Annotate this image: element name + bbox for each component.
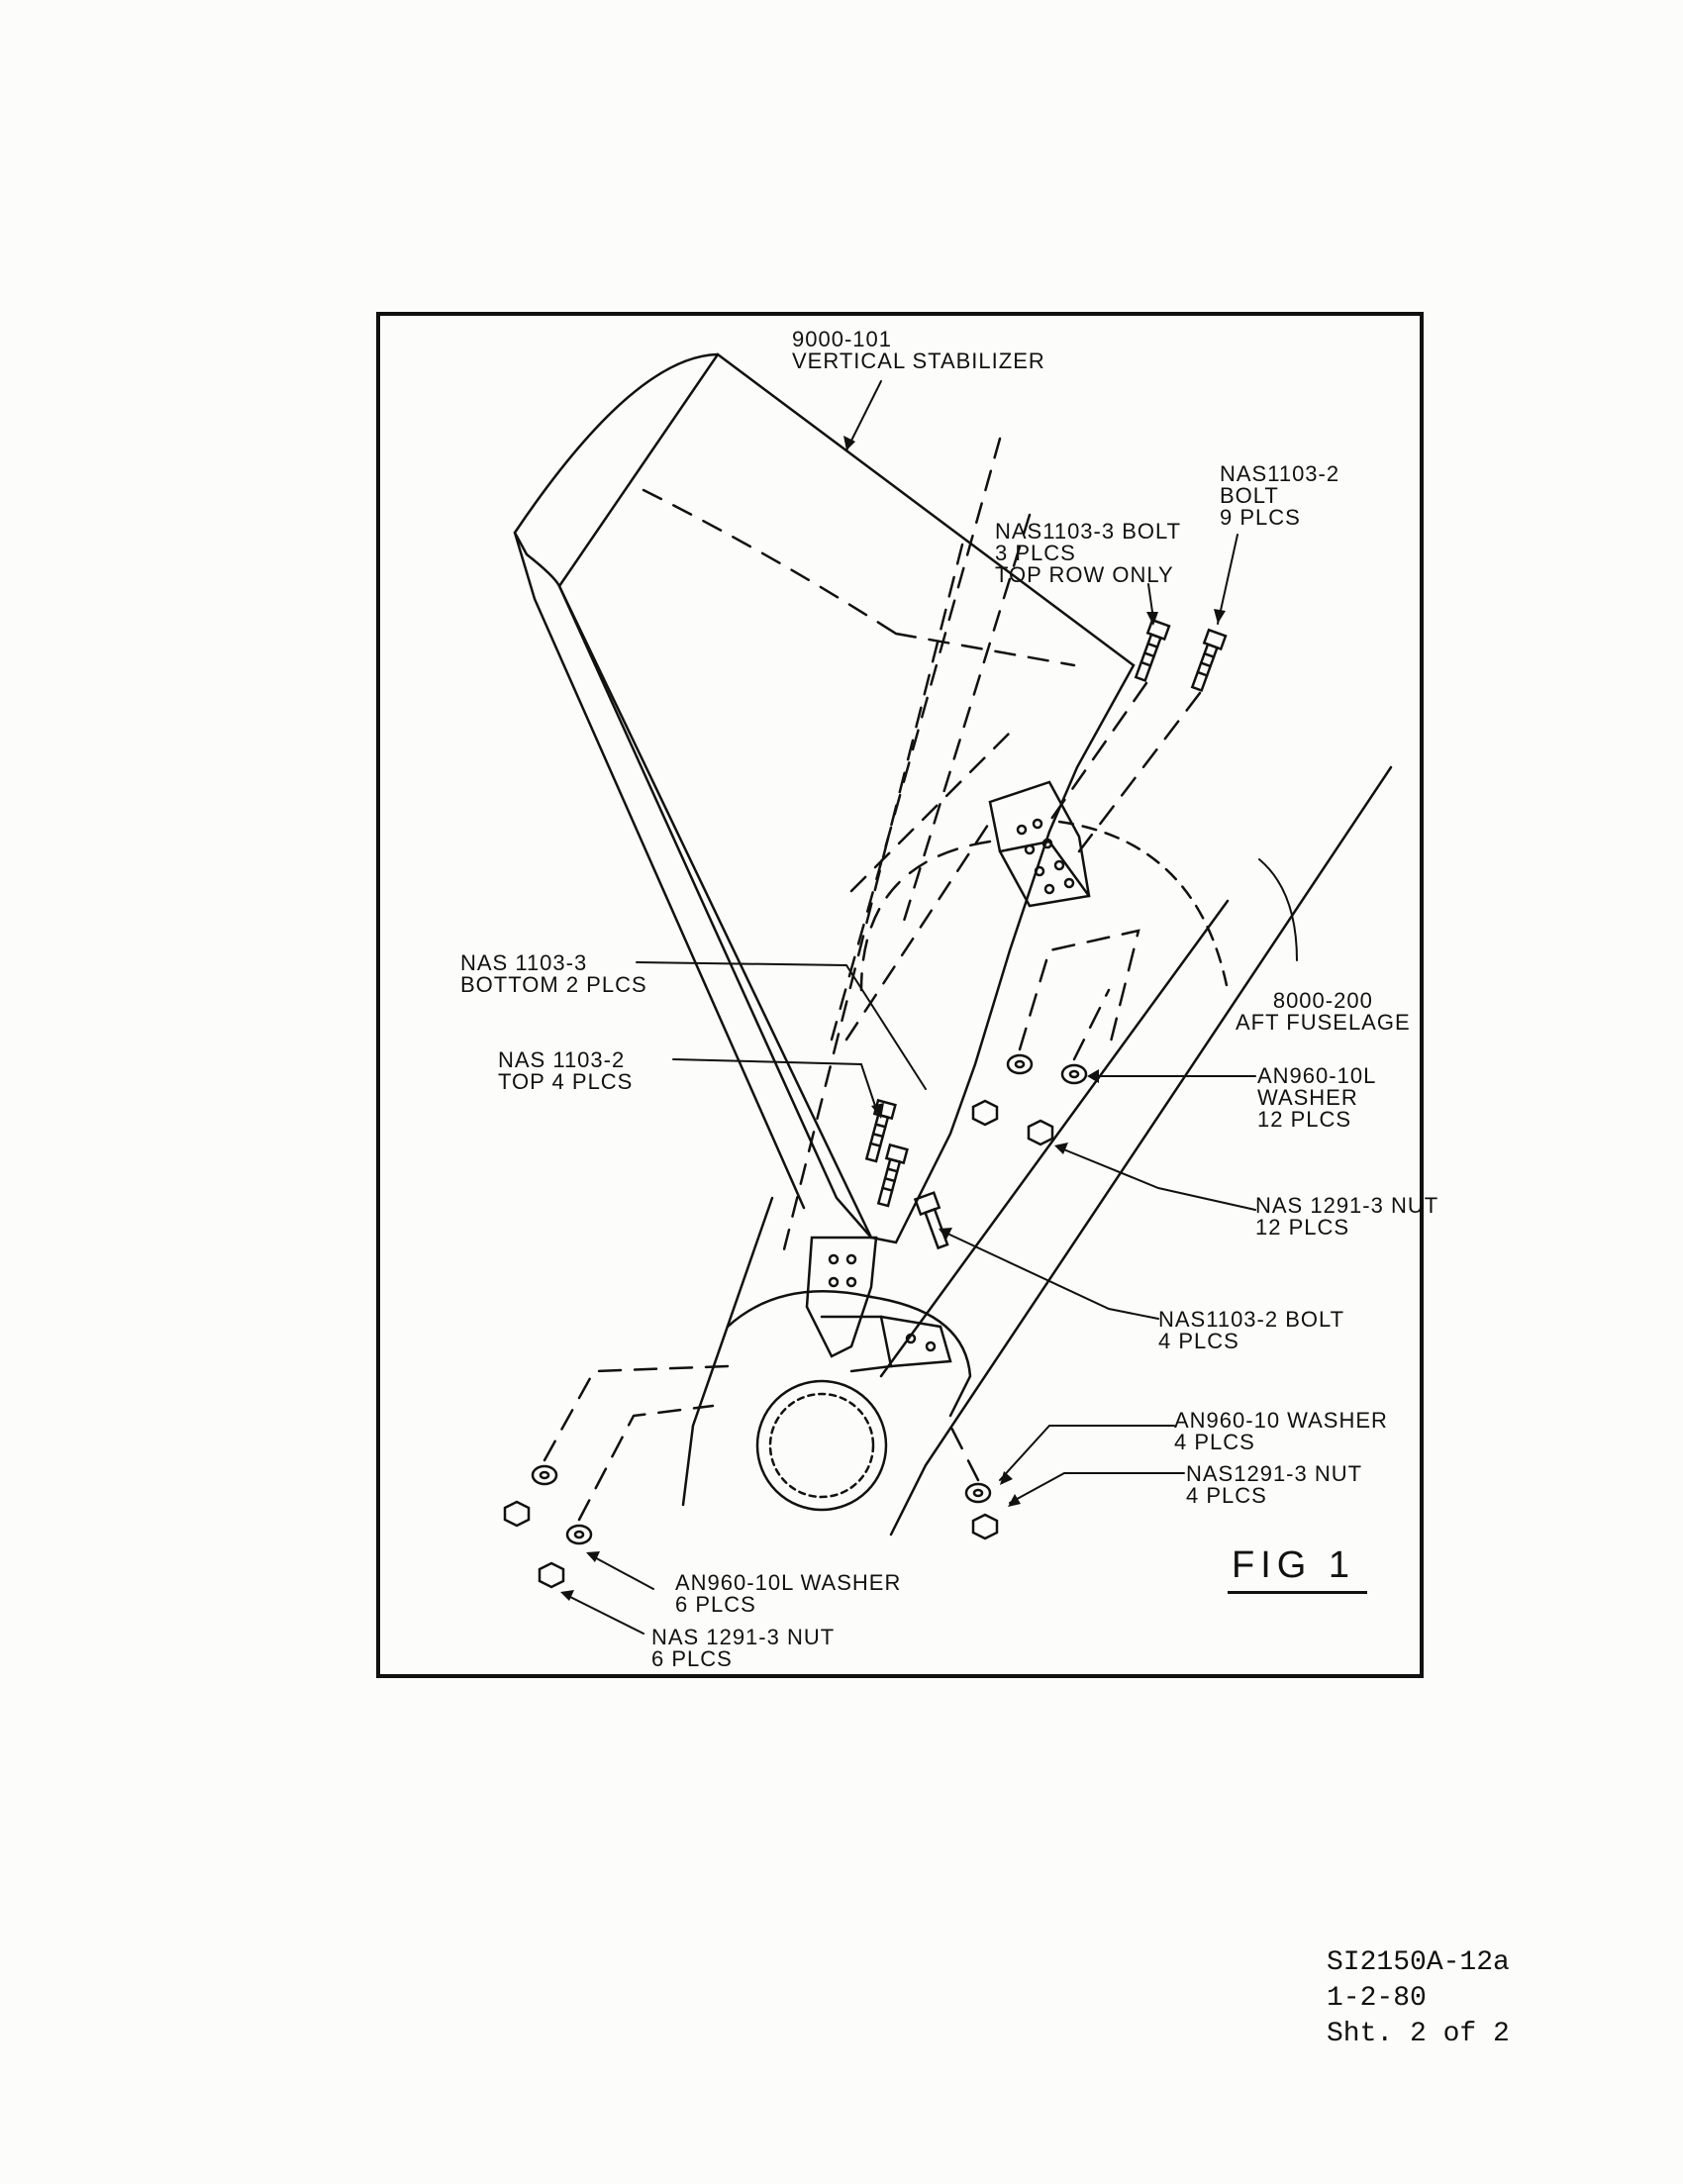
label-nas1103-2-top: NAS 1103-2 TOP 4 PLCS xyxy=(498,1049,633,1093)
washer-and-nut-icons xyxy=(503,1053,1088,1589)
part-quantity: 12 PLCS xyxy=(1255,1215,1350,1240)
part-quantity: 3 PLCS xyxy=(995,541,1076,565)
part-number: NAS 1291-3 NUT xyxy=(1255,1193,1439,1218)
bolt-icon xyxy=(864,1098,897,1163)
figure-frame xyxy=(376,312,1424,1678)
label-bolt-4-plcs: NAS1103-2 BOLT 4 PLCS xyxy=(1158,1309,1344,1352)
arrowheads xyxy=(560,436,1226,1601)
label-vertical-stabilizer: 9000-101 VERTICAL STABILIZER xyxy=(792,329,1045,372)
document-number: SI2150A-12a xyxy=(1327,1947,1510,1978)
leader-lines xyxy=(563,380,1298,1635)
part-quantity: 12 PLCS xyxy=(1257,1107,1352,1132)
label-bolt-3-plcs: NAS1103-3 BOLT 3 PLCS TOP ROW ONLY xyxy=(995,521,1181,586)
label-nut-12-plcs: NAS 1291-3 NUT 12 PLCS xyxy=(1255,1195,1438,1239)
assembly-path-lines xyxy=(543,681,1202,1522)
part-description: AFT FUSELAGE xyxy=(1236,1010,1411,1035)
part-quantity: 4 PLCS xyxy=(1174,1430,1255,1454)
part-number: NAS1103-3 BOLT xyxy=(995,519,1182,544)
part-number: NAS 1291-3 NUT xyxy=(651,1625,836,1649)
part-description: VERTICAL STABILIZER xyxy=(792,348,1045,373)
bolt-icons xyxy=(864,618,1228,1250)
lower-fitting xyxy=(805,1236,952,1373)
part-number: NAS1103-2 xyxy=(1220,461,1340,486)
label-nut-6-plcs: NAS 1291-3 NUT 6 PLCS xyxy=(651,1627,835,1670)
bolt-icon xyxy=(876,1142,909,1208)
label-aft-fuselage: 8000-200 AFT FUSELAGE xyxy=(1236,990,1411,1034)
label-nas1103-3-bottom: NAS 1103-3 BOTTOM 2 PLCS xyxy=(460,952,647,996)
aft-fuselage xyxy=(681,765,1393,1537)
part-number: 9000-101 xyxy=(792,327,892,351)
part-quantity: 4 PLCS xyxy=(1158,1329,1239,1353)
part-number: NAS 1103-3 xyxy=(460,950,588,975)
label-bolt-9-plcs: NAS1103-2 BOLT 9 PLCS xyxy=(1220,463,1339,529)
part-number: AN960-10 WASHER xyxy=(1174,1408,1388,1433)
stabilizer-hidden-lines xyxy=(642,437,1076,1259)
label-washer-6-plcs: AN960-10L WASHER 6 PLCS xyxy=(675,1572,901,1616)
part-number: 8000-200 xyxy=(1272,988,1373,1013)
part-quantity: 6 PLCS xyxy=(675,1592,756,1617)
sheet-number: Sht. 2 of 2 xyxy=(1327,2019,1510,2049)
label-washer-4-plcs: AN960-10 WASHER 4 PLCS xyxy=(1174,1410,1388,1453)
document-reference: SI2150A-12a 1-2-80 Sht. 2 of 2 xyxy=(1327,1945,1510,2052)
label-washer-12-plcs: AN960-10L WASHER 12 PLCS xyxy=(1257,1065,1376,1131)
upper-fitting xyxy=(988,780,1091,908)
part-number: NAS 1103-2 xyxy=(498,1047,626,1072)
part-quantity: TOP 4 PLCS xyxy=(498,1069,634,1094)
part-description: BOLT xyxy=(1220,483,1279,508)
part-number: AN960-10L xyxy=(1257,1063,1377,1088)
part-quantity: 9 PLCS xyxy=(1220,505,1301,530)
figure-label: FIG 1 xyxy=(1228,1544,1368,1594)
label-nut-4-plcs: NAS1291-3 NUT 4 PLCS xyxy=(1186,1463,1362,1507)
part-number: NAS1103-2 BOLT xyxy=(1158,1307,1345,1332)
bolt-icon xyxy=(1190,628,1228,693)
part-quantity: 4 PLCS xyxy=(1186,1483,1267,1508)
part-description: WASHER xyxy=(1257,1085,1358,1110)
part-note: TOP ROW ONLY xyxy=(995,562,1174,587)
document-date: 1-2-80 xyxy=(1327,1983,1427,2014)
part-number: NAS1291-3 NUT xyxy=(1186,1461,1363,1486)
part-number: AN960-10L WASHER xyxy=(675,1570,902,1595)
bolt-icon xyxy=(913,1191,949,1250)
bolt-icon xyxy=(1134,618,1171,683)
part-quantity: 6 PLCS xyxy=(651,1646,733,1671)
part-quantity: BOTTOM 2 PLCS xyxy=(460,972,647,997)
vertical-stabilizer xyxy=(513,352,1136,1244)
